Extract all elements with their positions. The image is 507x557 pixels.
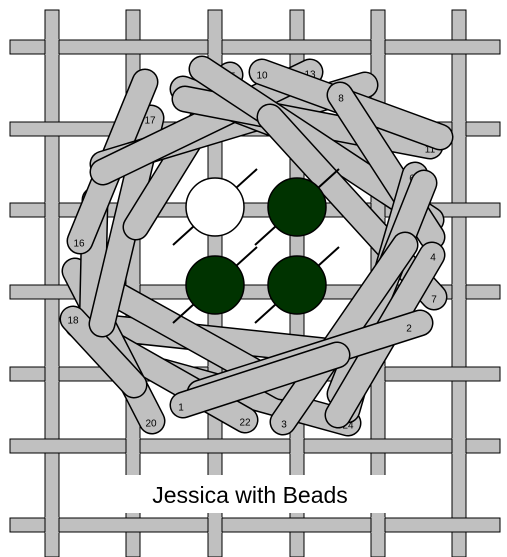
caption: Jessica with Beads (100, 475, 400, 513)
grid-thread-vertical-1 (45, 10, 59, 557)
stitch-number: 7 (431, 295, 437, 306)
weave-crossing (208, 40, 222, 55)
weave-crossing (290, 439, 304, 454)
stitch-number: 4 (430, 253, 436, 264)
stitch-number: 20 (145, 419, 157, 430)
weave-crossing (45, 367, 59, 382)
stitch-number: 8 (338, 94, 344, 105)
weave-crossing (452, 285, 466, 300)
stitch-number: 2 (406, 324, 412, 335)
grid-thread-horizontal-1 (10, 40, 500, 54)
bead-circle (268, 178, 326, 236)
diagram-title: Jessica with Beads (152, 482, 348, 508)
bead-circle (186, 178, 244, 236)
grid-thread-vertical-6 (452, 10, 466, 557)
stitch-number: 10 (256, 71, 268, 82)
weave-crossing (45, 518, 59, 533)
grid-thread-horizontal-7 (10, 518, 500, 532)
stitch-number: 3 (281, 420, 287, 431)
bead-circle (268, 256, 326, 314)
stitch-number: 17 (144, 116, 156, 127)
bead-circle (186, 256, 244, 314)
weave-crossing (452, 122, 466, 137)
weave-crossing (371, 518, 385, 533)
stitch-number: 18 (67, 316, 79, 327)
weave-crossing (208, 518, 222, 533)
weave-crossing (371, 40, 385, 55)
stitch-number: 22 (239, 418, 251, 429)
stitch-number: 16 (73, 239, 85, 250)
weave-crossing (45, 40, 59, 55)
weave-crossing (126, 439, 140, 454)
grid-thread-horizontal-6 (10, 439, 500, 453)
weave-crossing (45, 203, 59, 218)
stitch-number: 1 (178, 403, 184, 414)
weave-crossing (452, 439, 466, 454)
